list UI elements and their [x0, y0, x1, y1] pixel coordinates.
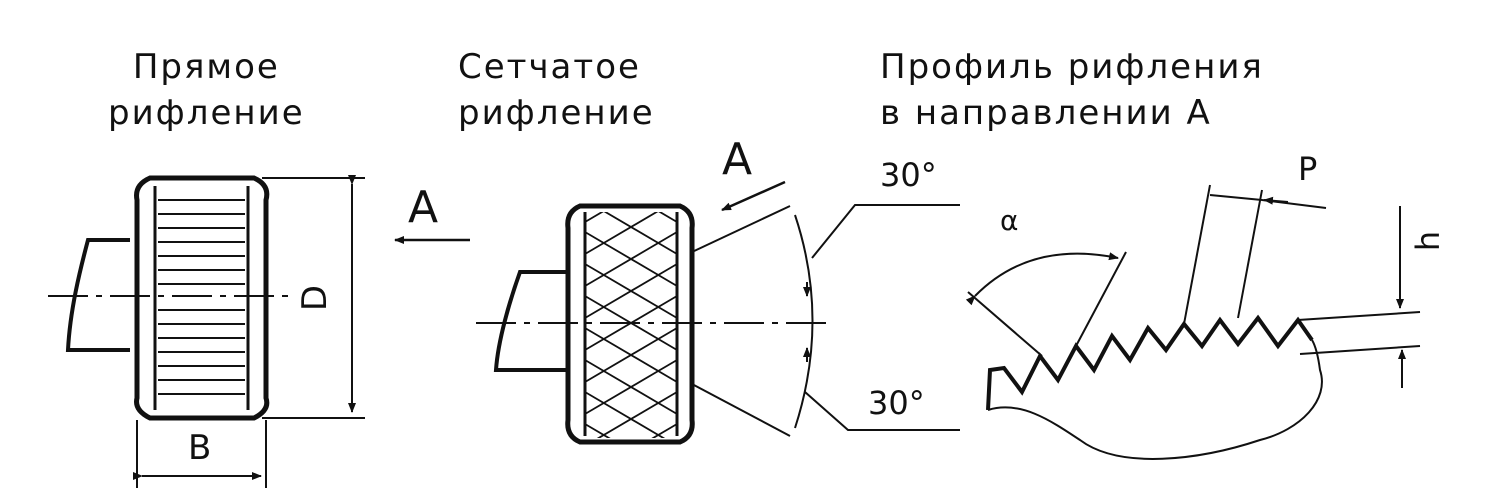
angle-top-label: 30° — [880, 156, 937, 194]
diameter-label: D — [295, 284, 336, 312]
caption-profile-view-a: Профиль рифления в направлении А — [880, 47, 1264, 133]
caption-straight-knurling: Прямое рифление — [108, 47, 305, 133]
alpha-label: α — [1000, 204, 1019, 237]
mesh-knurl-part — [476, 180, 960, 445]
angle-bottom-label: 30° — [868, 384, 925, 422]
caption-mesh-knurling: Сетчатое рифление — [458, 47, 655, 133]
width-label: B — [188, 428, 212, 468]
knurl-profile — [965, 184, 1421, 460]
view-a-label-left: A — [408, 182, 439, 233]
straight-knurl-part — [48, 175, 470, 488]
view-a-label-mid: A — [722, 134, 753, 185]
pitch-label: P — [1298, 150, 1318, 188]
height-label: h — [1409, 230, 1448, 252]
